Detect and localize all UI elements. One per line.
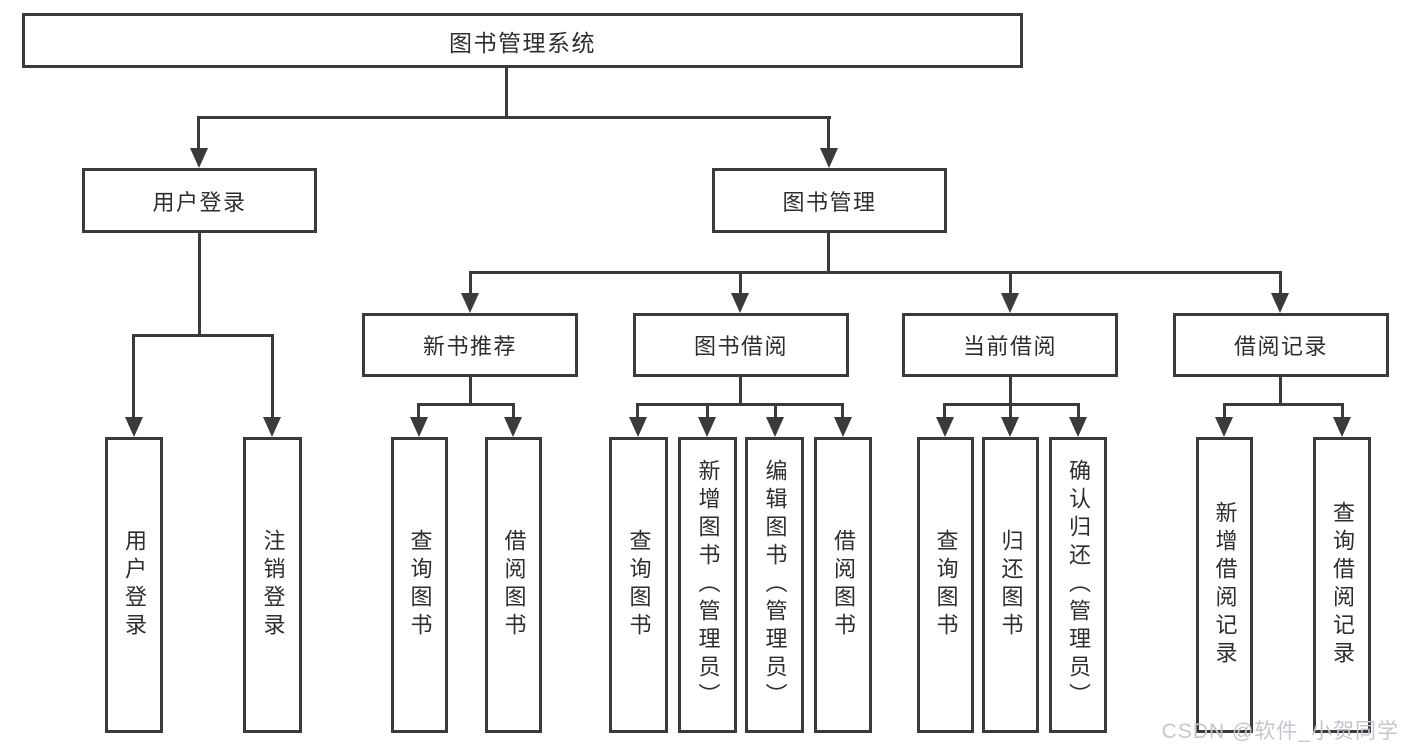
node-book-management: 图书管理 — [712, 168, 947, 233]
arrow-down-icon — [1069, 417, 1087, 437]
connector-line — [739, 271, 742, 294]
node-label: 图书管理系统 — [449, 29, 596, 56]
connector-line — [512, 403, 515, 418]
connector-line — [1341, 403, 1344, 418]
arrow-down-icon — [731, 293, 749, 313]
arrow-down-icon — [461, 293, 479, 313]
connector-line — [636, 403, 844, 406]
leaf-cb-confirm-return-admin: 确认归还（管理员） — [1049, 437, 1107, 733]
node-label: 编辑图书（管理员） — [762, 459, 788, 711]
node-label: 归还图书 — [998, 529, 1024, 641]
leaf-bb-borrow-book: 借阅图书 — [814, 437, 872, 733]
connector-line — [1223, 403, 1344, 406]
leaf-br-add-record: 新增借阅记录 — [1196, 437, 1253, 733]
node-borrow-records: 借阅记录 — [1173, 313, 1389, 377]
connector-line — [271, 334, 274, 418]
node-label: 借阅记录 — [1233, 334, 1328, 359]
arrow-down-icon — [1215, 417, 1233, 437]
arrow-down-icon — [410, 417, 428, 437]
connector-line — [417, 403, 420, 418]
arrow-down-icon — [698, 417, 716, 437]
connector-line — [469, 271, 1282, 274]
connector-line — [1077, 403, 1080, 418]
node-label: 新书推荐 — [422, 334, 517, 359]
arrow-down-icon — [1271, 293, 1289, 313]
leaf-cb-return-book: 归还图书 — [982, 437, 1039, 733]
connector-line — [132, 334, 274, 337]
connector-line — [943, 403, 946, 418]
node-label: 查询借阅记录 — [1330, 501, 1355, 669]
leaf-nbr-query-book: 查询图书 — [391, 437, 448, 733]
arrow-down-icon — [190, 148, 208, 168]
node-label: 用户登录 — [122, 529, 147, 641]
arrow-down-icon — [820, 148, 838, 168]
connector-line — [636, 403, 639, 418]
connector-line — [827, 116, 830, 149]
leaf-logout: 注销登录 — [243, 437, 302, 733]
node-label: 当前借阅 — [962, 334, 1057, 359]
connector-line — [1009, 377, 1012, 406]
node-book-borrow: 图书借阅 — [633, 313, 849, 377]
node-label: 新增借阅记录 — [1212, 501, 1238, 669]
csdn-watermark: CSDN @软件_小贺同学 — [1161, 720, 1399, 743]
arrow-down-icon — [263, 417, 281, 437]
node-label: 查询图书 — [933, 529, 959, 641]
node-root-library-management-system: 图书管理系统 — [22, 13, 1023, 68]
leaf-user-login: 用户登录 — [105, 437, 163, 733]
connector-line — [1009, 271, 1012, 294]
connector-line — [1279, 377, 1282, 406]
node-label: 图书借阅 — [693, 334, 788, 359]
connector-line — [739, 377, 742, 406]
node-label: 借阅图书 — [831, 529, 856, 641]
arrow-down-icon — [1333, 417, 1351, 437]
node-label: 查询图书 — [407, 529, 433, 641]
node-label: 注销登录 — [260, 529, 286, 641]
node-label: 确认归还（管理员） — [1066, 459, 1091, 711]
leaf-bb-edit-book-admin: 编辑图书（管理员） — [745, 437, 804, 733]
node-label: 新增图书（管理员） — [695, 459, 721, 711]
connector-line — [1009, 403, 1012, 418]
connector-line — [469, 271, 472, 294]
connector-line — [841, 403, 844, 418]
arrow-down-icon — [834, 417, 852, 437]
node-label: 查询图书 — [626, 529, 652, 641]
node-label: 图书管理 — [782, 189, 877, 215]
connector-line — [198, 233, 201, 337]
arrow-down-icon — [629, 417, 647, 437]
node-new-book-recommend: 新书推荐 — [362, 313, 578, 377]
connector-line — [827, 233, 830, 274]
node-label: 借阅图书 — [501, 529, 527, 641]
node-current-borrow: 当前借阅 — [902, 313, 1118, 377]
node-label: 用户登录 — [152, 189, 247, 215]
leaf-bb-add-book-admin: 新增图书（管理员） — [678, 437, 737, 733]
connector-line — [417, 403, 515, 406]
arrow-down-icon — [125, 417, 143, 437]
leaf-br-query-record: 查询借阅记录 — [1313, 437, 1371, 733]
connector-line — [1279, 271, 1282, 294]
connector-line — [505, 68, 508, 118]
leaf-nbr-borrow-book: 借阅图书 — [485, 437, 542, 733]
node-user-login: 用户登录 — [82, 168, 317, 233]
connector-line — [197, 116, 831, 119]
connector-line — [774, 403, 777, 418]
arrow-down-icon — [1001, 417, 1019, 437]
arrow-down-icon — [936, 417, 954, 437]
arrow-down-icon — [1001, 293, 1019, 313]
leaf-bb-query-book: 查询图书 — [609, 437, 668, 733]
connector-line — [197, 116, 200, 149]
connector-line — [132, 334, 135, 418]
connector-line — [706, 403, 709, 418]
connector-line — [1223, 403, 1226, 418]
connector-line — [469, 377, 472, 406]
arrow-down-icon — [504, 417, 522, 437]
arrow-down-icon — [766, 417, 784, 437]
leaf-cb-query-book: 查询图书 — [917, 437, 974, 733]
